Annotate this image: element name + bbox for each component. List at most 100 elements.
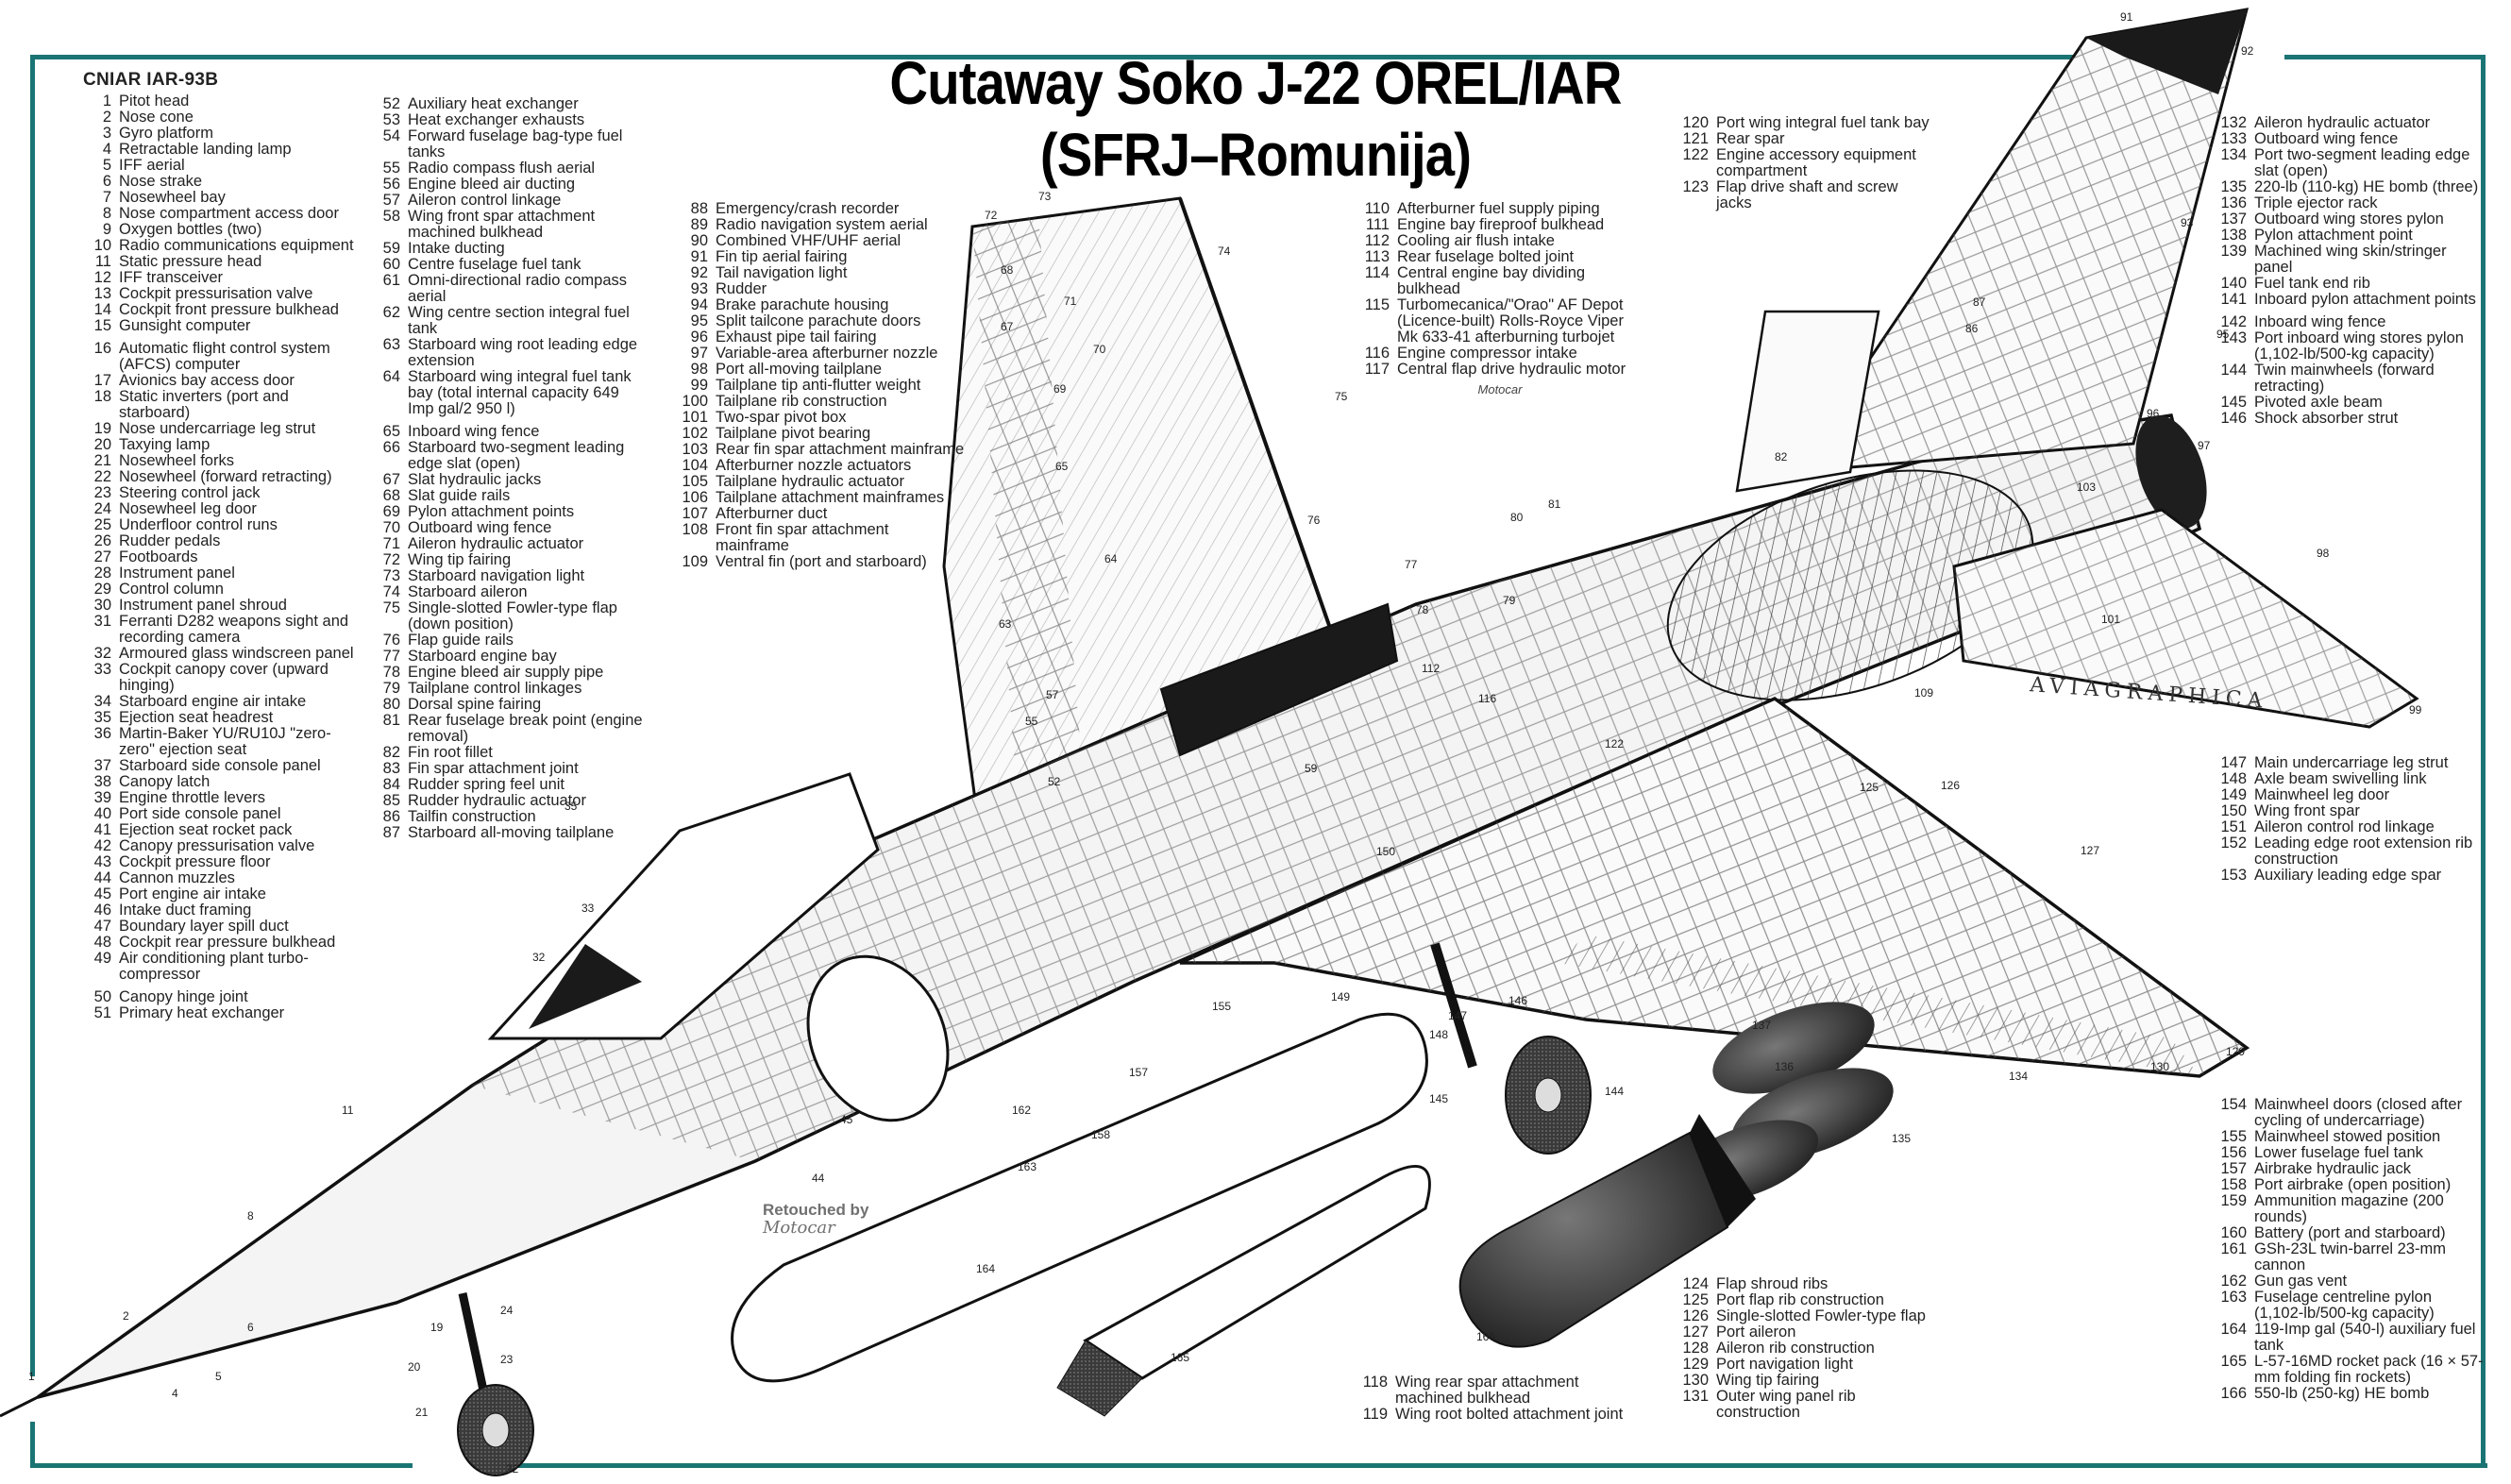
legend-item-number: 160 — [2220, 1224, 2247, 1241]
legend-item-label: Twin mainwheels (forward retracting) — [2254, 362, 2435, 395]
legend-item-number: 130 — [1682, 1372, 1709, 1389]
legend-item-number: 85 — [382, 792, 400, 809]
legend-item-label: Wing centre section integral fuel tank — [408, 304, 630, 337]
legend-item-number: 155 — [2220, 1128, 2247, 1145]
legend-item-number: 138 — [2220, 227, 2247, 244]
legend-item-label: Flap shroud ribs — [1716, 1275, 1828, 1292]
callout-number: 129 — [2226, 1045, 2245, 1058]
legend-item-number: 10 — [93, 237, 111, 254]
legend-item-label: Tailplane hydraulic actuator — [716, 473, 904, 490]
legend-item-number: 14 — [93, 301, 111, 318]
legend-item-number: 104 — [682, 457, 708, 474]
legend-item-label: Combined VHF/UHF aerial — [716, 232, 902, 249]
callout-number: 71 — [1064, 295, 1077, 308]
legend-item-label: Triple ejector rack — [2254, 194, 2378, 211]
legend-item-label: Starboard all-moving tailplane — [408, 824, 615, 841]
legend-item-label: Tailplane attachment mainframes — [716, 489, 945, 506]
legend-item-label: Aileron control rod linkage — [2254, 818, 2435, 835]
legend-item-number: 62 — [382, 304, 400, 321]
callout-number: 69 — [1053, 382, 1067, 396]
legend-item-number: 83 — [382, 760, 400, 777]
callout-number: 146 — [1508, 994, 1527, 1007]
legend-item-label: Static inverters (port and starboard) — [119, 388, 289, 421]
legend-item-label: Split tailcone parachute doors — [716, 312, 921, 329]
legend-item-label: Nosewheel forks — [119, 452, 234, 469]
legend-item-label: Cannon muzzles — [119, 869, 235, 886]
legend-item-number: 116 — [1364, 345, 1390, 362]
legend-item-number: 49 — [93, 950, 111, 967]
callout-number: 72 — [985, 209, 998, 222]
legend-item: 14 Cockpit front pressure bulkhead — [83, 302, 357, 318]
legend-item-label: Cockpit front pressure bulkhead — [119, 301, 339, 318]
legend-item-number: 34 — [93, 693, 111, 710]
legend-item-number: 161 — [2220, 1240, 2247, 1257]
callout-number: 91 — [2120, 10, 2133, 24]
callout-number: 162 — [1012, 1104, 1031, 1117]
callout-number: 68 — [1001, 263, 1014, 277]
legend-item-number: 96 — [690, 329, 708, 346]
callout-number: 163 — [1018, 1160, 1036, 1173]
legend-item-number: 12 — [93, 269, 111, 286]
legend-item-number: 23 — [93, 484, 111, 501]
legend-item-number: 20 — [93, 436, 111, 453]
callout-number: 44 — [812, 1172, 825, 1185]
legend-item-number: 58 — [382, 208, 400, 225]
legend-item-number: 18 — [93, 388, 111, 405]
legend-item-label: Centre fuselage fuel tank — [408, 256, 581, 273]
legend-item-label: Turbomecanica/"Orao" AF Depot (Licence-b… — [1397, 296, 1624, 346]
callout-number: 148 — [1429, 1028, 1448, 1041]
legend-item-number: 6 — [102, 173, 111, 190]
frame-border-right — [2481, 55, 2486, 1468]
legend-item-number: 157 — [2220, 1160, 2247, 1177]
legend-item-number: 35 — [93, 709, 111, 726]
legend-item-label: Cooling air flush intake — [1397, 232, 1555, 249]
legend-item-label: Aileron hydraulic actuator — [2254, 114, 2431, 131]
callout-number: 101 — [2101, 613, 2120, 626]
legend-item-number: 39 — [93, 789, 111, 806]
legend-item-label: Engine compressor intake — [1397, 345, 1577, 362]
legend-item-number: 33 — [93, 661, 111, 678]
legend-item-number: 102 — [682, 425, 708, 442]
legend-item-label: Gunsight computer — [119, 317, 251, 334]
